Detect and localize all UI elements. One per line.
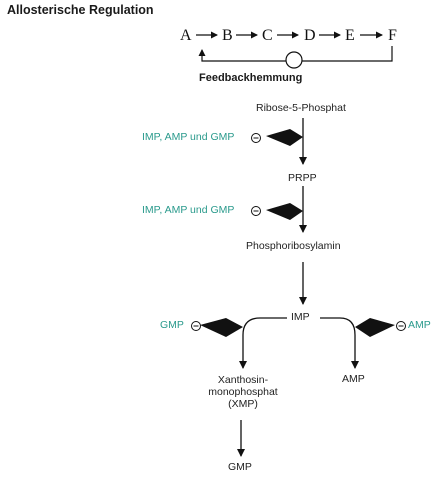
inhibitor-label-second: IMP, AMP und GMP — [142, 204, 235, 216]
inhibitor-label-first: IMP, AMP und GMP — [142, 131, 235, 143]
chain-letter-d: D — [304, 27, 316, 44]
circled-minus-icon — [251, 206, 261, 216]
bold-arrow-icon — [355, 318, 395, 337]
bold-arrow-icon — [266, 203, 303, 220]
bold-arrow-icon — [266, 129, 303, 146]
node-imp: IMP — [291, 311, 310, 323]
page-title: Allosterische Regulation — [7, 3, 154, 17]
chain-letter-f: F — [388, 27, 397, 44]
chain-letter-c: C — [262, 27, 273, 44]
node-xmp-line: monophosphat — [208, 386, 278, 398]
inhibitor-label-amp: AMP — [408, 319, 431, 331]
chain-letter-e: E — [345, 27, 355, 44]
node-amp: AMP — [342, 373, 365, 385]
circled-minus-icon — [396, 321, 406, 331]
enzyme-chain: A B C D E F — [180, 27, 397, 69]
node-prpp: PRPP — [288, 172, 317, 184]
branch-arrow-amp — [320, 317, 359, 369]
node-ribose-5-phosphat: Ribose-5-Phosphat — [256, 102, 346, 114]
chain-letter-b: B — [222, 27, 233, 44]
inhibition-circle-icon — [285, 51, 303, 69]
chain-letter-a: A — [180, 27, 192, 44]
node-phosphoribosylamin: Phosphoribosylamin — [246, 240, 341, 252]
node-gmp: GMP — [228, 461, 252, 473]
circled-minus-icon — [191, 321, 201, 331]
inhibitor-label-gmp: GMP — [160, 319, 184, 331]
branch-arrow-xmp — [239, 317, 287, 369]
bold-arrow-icon — [200, 318, 243, 337]
feedback-label: Feedbackhemmung — [199, 72, 303, 84]
node-xmp: Xanthosin- monophosphat (XMP) — [205, 374, 281, 410]
node-xmp-line: (XMP) — [228, 398, 258, 410]
circled-minus-icon — [251, 133, 261, 143]
node-xmp-line: Xanthosin- — [217, 374, 269, 386]
